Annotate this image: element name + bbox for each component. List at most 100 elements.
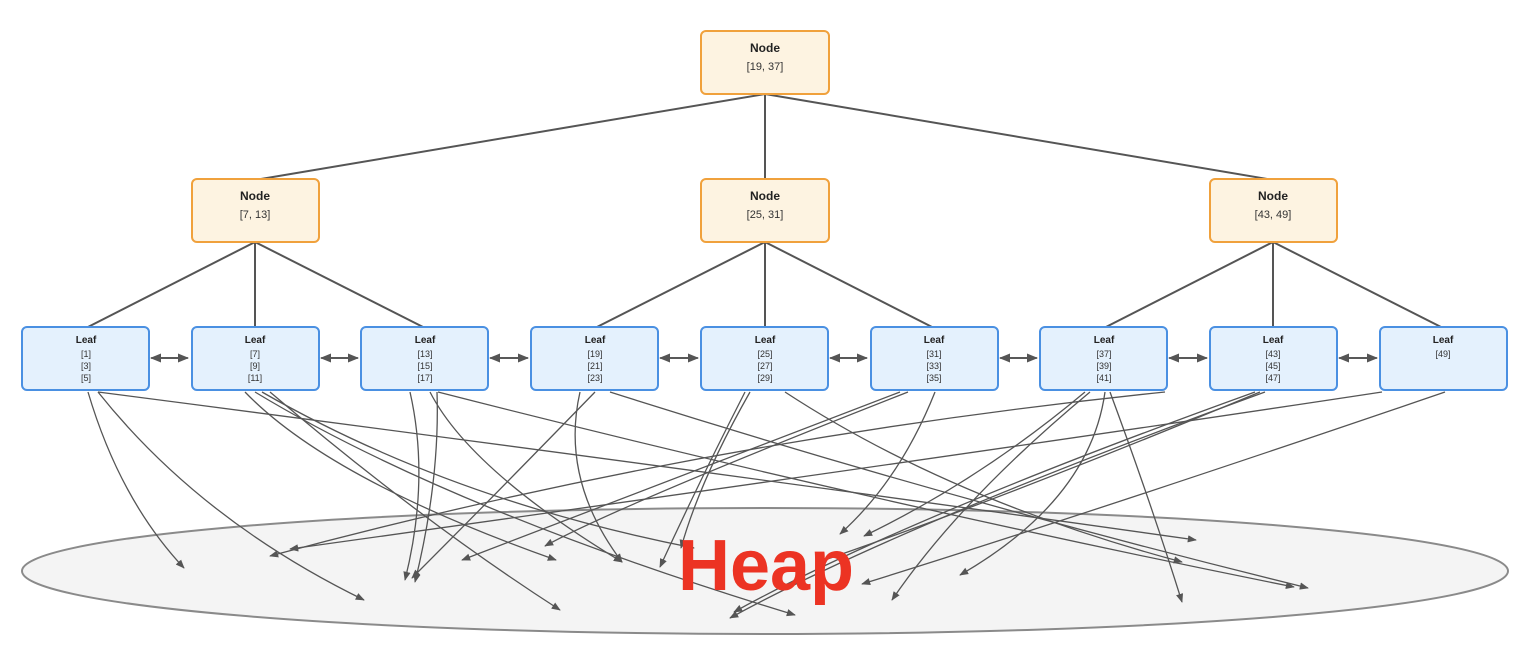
inner-node-box <box>700 178 830 243</box>
leaf-key: [13] <box>417 349 432 359</box>
heap-pointer <box>784 391 1183 564</box>
heap-pointer <box>839 391 936 535</box>
leaf-key: [49] <box>1435 349 1450 359</box>
tree-edge <box>1272 241 1444 329</box>
leaf-key: [19] <box>587 349 602 359</box>
leaf-box <box>1209 326 1338 391</box>
inner-node-range: [7, 13] <box>240 209 271 221</box>
leaf-key: [23] <box>587 373 602 383</box>
inner-node-range: [43, 49] <box>1255 209 1292 221</box>
leaf-node: Leaf [13] [15] [17] <box>360 326 489 391</box>
root-node: Node [19, 37] <box>700 30 830 95</box>
heap-pointer <box>959 391 1106 576</box>
leaf-box <box>360 326 489 391</box>
leaf-key: [29] <box>757 373 772 383</box>
leaf-key: [47] <box>1265 373 1280 383</box>
heap-pointer <box>261 391 695 550</box>
heap-pointer <box>679 391 751 549</box>
heap-pointer <box>461 391 901 561</box>
tree-edge <box>254 241 426 329</box>
heap-pointer <box>609 391 1309 590</box>
leaf-title: Leaf <box>755 335 776 346</box>
leaf-title: Leaf <box>1263 335 1284 346</box>
heap-pointer <box>429 391 623 563</box>
tree-edge <box>85 241 256 329</box>
leaf-box <box>870 326 999 391</box>
leaf-key: [43] <box>1265 349 1280 359</box>
tree-edges <box>85 93 1444 329</box>
inner-node-title: Node <box>1258 189 1288 203</box>
heap-pointer <box>891 391 1091 601</box>
heap-pointers <box>87 391 1446 619</box>
heap-pointer <box>254 391 796 617</box>
heap-pointer <box>269 391 1166 558</box>
inner-node-box <box>1209 178 1338 243</box>
leaf-node: Leaf [43] [45] [47] <box>1209 326 1338 391</box>
leaf-key: [11] <box>248 373 262 383</box>
heap-pointer <box>413 391 438 583</box>
leaf-box <box>1379 326 1508 391</box>
inner-node: Node [25, 31] <box>700 178 830 243</box>
leaf-title: Leaf <box>1094 335 1115 346</box>
leaf-key: [3] <box>81 361 91 371</box>
leaf-node: Leaf [7] [9] [11] <box>191 326 320 391</box>
leaf-key: [45] <box>1265 361 1280 371</box>
inner-node-title: Node <box>750 189 780 203</box>
heap-pointer <box>244 391 557 561</box>
leaf-box <box>1039 326 1168 391</box>
leaf-box <box>700 326 829 391</box>
leaf-title: Leaf <box>415 335 436 346</box>
heap-pointer <box>659 391 746 568</box>
leaf-box <box>191 326 320 391</box>
heap-pointer <box>733 391 1256 613</box>
heap-label: Heap <box>678 526 854 606</box>
leaf-title: Leaf <box>585 335 606 346</box>
inner-node: Node [43, 49] <box>1209 178 1338 243</box>
heap-pointer <box>289 391 1383 552</box>
leaf-key: [15] <box>417 361 432 371</box>
leaf-key: [37] <box>1096 349 1111 359</box>
heap-pointer <box>403 391 420 581</box>
leaf-key: [5] <box>81 373 91 383</box>
leaf-key: [9] <box>250 361 260 371</box>
leaf-box <box>530 326 659 391</box>
leaf-node: Leaf [31] [33] [35] <box>870 326 999 391</box>
heap-pointer <box>574 391 623 563</box>
leaf-key: [31] <box>926 349 941 359</box>
leaf-key: [1] <box>81 349 91 359</box>
inner-node-range: [25, 31] <box>747 209 784 221</box>
tree-edge <box>764 241 935 329</box>
leaf-node: Leaf [19] [21] [23] <box>530 326 659 391</box>
heap-pointer <box>1109 391 1184 603</box>
heap-region <box>21 507 1509 635</box>
leaf-title: Leaf <box>924 335 945 346</box>
leaf-key: [17] <box>417 373 432 383</box>
heap-pointer <box>863 391 1086 537</box>
leaf-box <box>21 326 150 391</box>
inner-node: Node [7, 13] <box>191 178 320 243</box>
leaf-key: [41] <box>1096 373 1111 383</box>
heap-pointer <box>87 391 185 569</box>
tree-edge <box>1103 241 1274 329</box>
heap-pointer <box>411 391 596 579</box>
leaf-node: Leaf [49] <box>1379 326 1508 391</box>
tree-edge <box>764 93 1274 181</box>
inner-node-title: Node <box>240 189 270 203</box>
leaf-title: Leaf <box>245 335 266 346</box>
root-node-title: Node <box>750 41 780 55</box>
root-node-box <box>700 30 830 95</box>
leaf-key: [39] <box>1096 361 1111 371</box>
leaf-node: Leaf [1] [3] [5] <box>21 326 150 391</box>
leaf-key: [27] <box>757 361 772 371</box>
leaf-node: Leaf [37] [39] [41] <box>1039 326 1168 391</box>
leaf-title: Leaf <box>76 335 97 346</box>
root-node-range: [19, 37] <box>747 61 784 73</box>
leaf-node: Leaf [25] [27] [29] <box>700 326 829 391</box>
leaf-key: [7] <box>250 349 260 359</box>
leaf-key: [33] <box>926 361 941 371</box>
heap-pointer <box>861 391 1446 586</box>
inner-node-box <box>191 178 320 243</box>
heap-pointer <box>544 391 909 547</box>
heap-pointer <box>97 391 365 601</box>
